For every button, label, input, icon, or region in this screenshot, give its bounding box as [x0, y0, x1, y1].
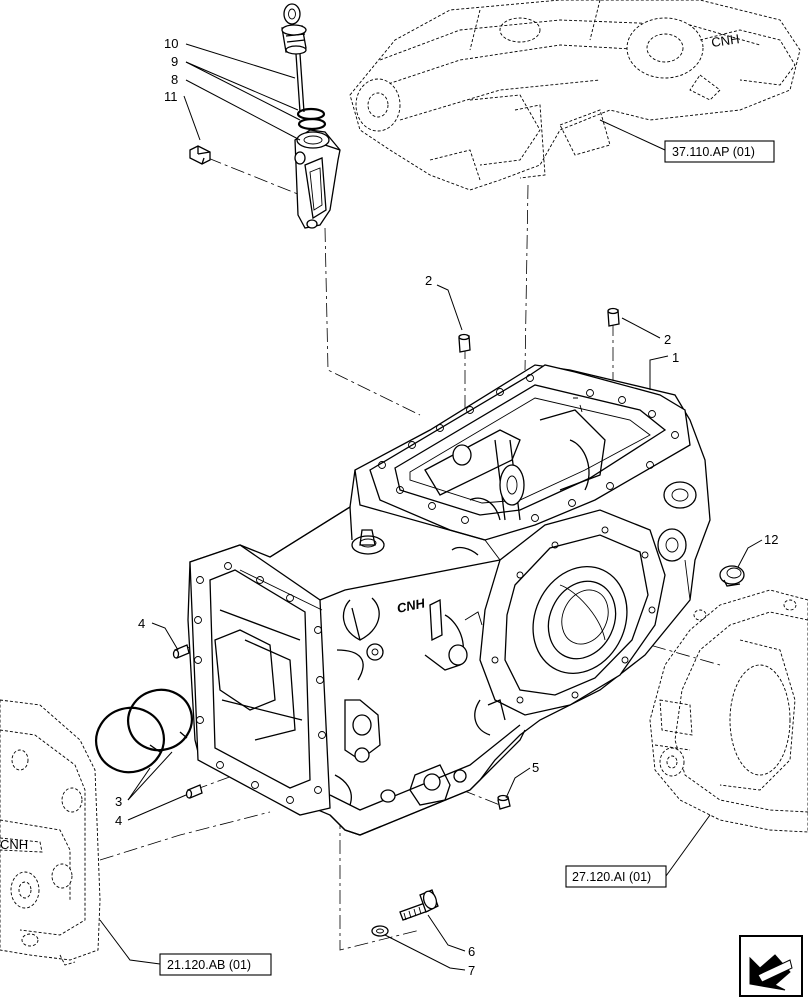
svg-text:CNH: CNH: [0, 837, 28, 852]
dowel-pins-top: [458, 307, 620, 353]
snap-rings: [95, 688, 193, 774]
washer-7: [371, 925, 389, 937]
leader-lines: [99, 43, 763, 971]
callout-4-lower: 4: [115, 813, 122, 828]
callout-5: 5: [532, 760, 539, 775]
callout-10: 10: [164, 36, 178, 51]
left-flange-bolt-holes: [194, 562, 326, 804]
callout-2-top-right: 2: [664, 332, 671, 347]
callout-6: 6: [468, 944, 475, 959]
callout-12: 12: [764, 532, 778, 547]
svg-text:CNH: CNH: [710, 31, 740, 50]
flange-bolt-holes: [378, 374, 679, 524]
callout-4-upper: 4: [138, 616, 145, 631]
dipstick-rod: [295, 53, 305, 113]
o-ring-upper: [296, 107, 326, 121]
svg-text:27.120.AI (01): 27.120.AI (01): [572, 870, 651, 884]
rear-lift-assembly: CNH: [349, 0, 801, 191]
o-ring-lower: [297, 117, 327, 131]
oil-filler-assembly: [189, 3, 341, 229]
bolt-11: [189, 145, 211, 165]
bolt-and-washer: [371, 889, 439, 937]
gearbox-assembly: CNH: [0, 699, 101, 966]
callout-8: 8: [171, 72, 178, 87]
reference-gearbox[interactable]: 21.120.AB (01): [159, 953, 272, 976]
svg-text:21.120.AB (01): 21.120.AB (01): [167, 958, 251, 972]
dipstick-ring: [283, 3, 301, 25]
callout-7: 7: [468, 963, 475, 978]
callout-3: 3: [115, 794, 122, 809]
callout-numbers: 10 9 8 11 2 2 1 12 4 3 4 5 6 7: [115, 36, 778, 978]
callout-9: 9: [171, 54, 178, 69]
plug-5: [497, 794, 511, 810]
dowel-pins-left: [172, 644, 203, 799]
svg-text:37.110.AP (01): 37.110.AP (01): [672, 145, 755, 159]
callout-1: 1: [672, 350, 679, 365]
filler-body: [294, 129, 341, 229]
housing-casting-mark: CNH: [396, 595, 427, 616]
callout-11: 11: [164, 89, 178, 104]
transmission-housing: CNH: [187, 364, 711, 836]
clutch-housing-assembly: [649, 589, 808, 833]
reference-rear-lift[interactable]: 37.110.AP (01): [664, 140, 775, 163]
callout-2-top-left: 2: [425, 273, 432, 288]
plug-12: [719, 565, 745, 587]
reference-clutch-housing[interactable]: 27.120.AI (01): [565, 865, 667, 888]
next-page-arrow-icon[interactable]: [739, 935, 803, 997]
bearing-flange-bolt-holes: [491, 526, 656, 704]
